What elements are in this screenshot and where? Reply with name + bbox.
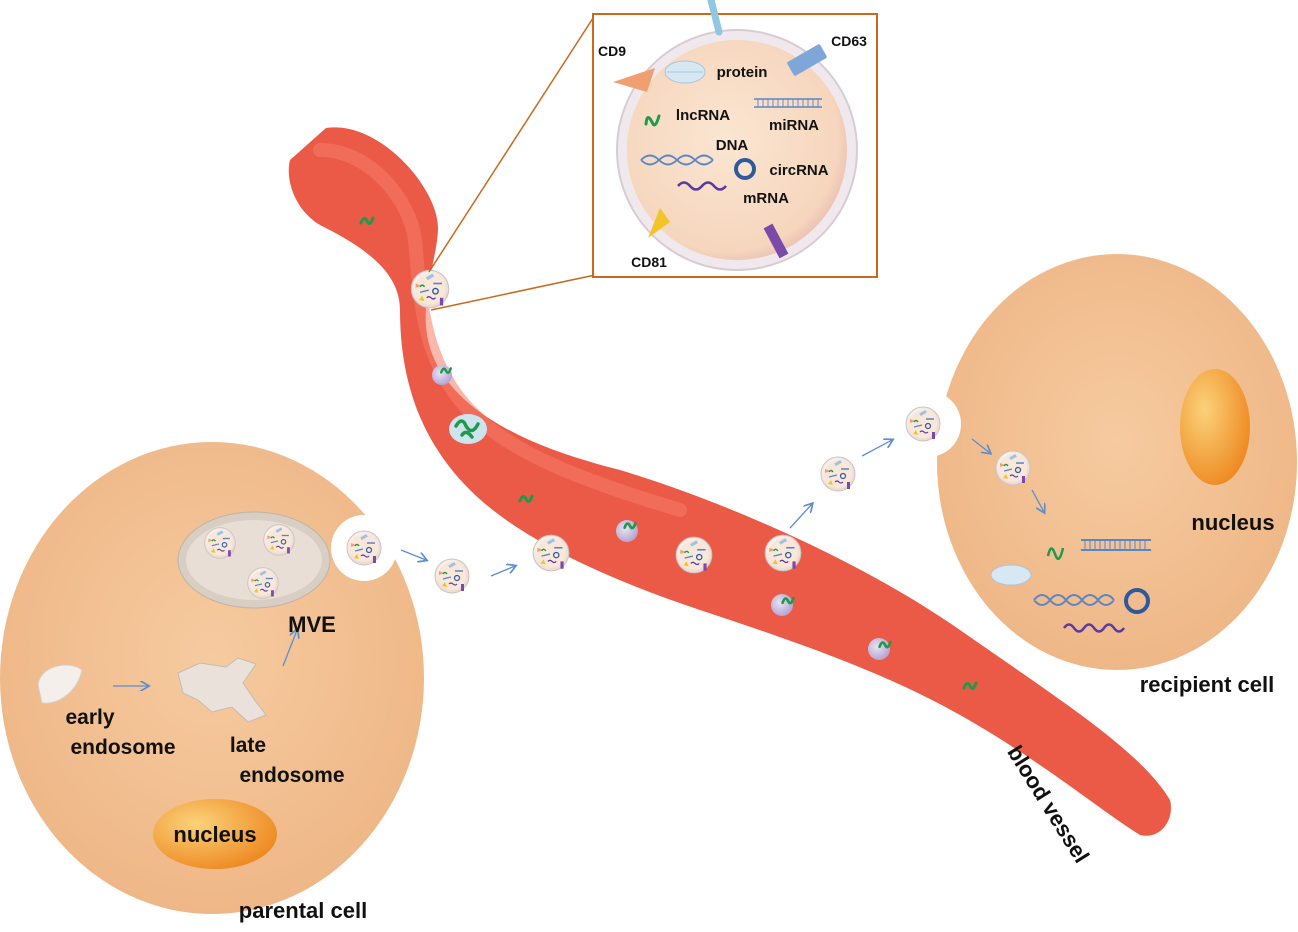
late-endosome-label-line1: late [230,734,266,757]
released-vesicle [346,530,382,566]
released-mirna [1081,539,1151,551]
dna-label: DNA [716,137,749,154]
lncrna-label: lncRNA [676,107,730,124]
internalized-vesicle [995,450,1031,486]
exosome-lumen [627,40,847,260]
mve-label: MVE [288,612,336,637]
arrow-to-recipient [789,504,812,529]
recipient-cell [937,254,1297,670]
late-endosome-label-line2: endosome [239,764,344,787]
released-mrna [1062,623,1126,633]
lilac-particle [432,365,452,385]
arrow-to-recipient [861,440,892,457]
membrane-protein-top [707,0,723,36]
mve-vesicle [204,527,236,559]
arrow-inside-recipient [971,438,990,453]
dna-icon [640,154,714,166]
purple-membrane-marker [763,223,789,259]
released-circrna [1124,588,1150,614]
arrow-to-vessel [400,549,426,560]
parental-nucleus [153,799,277,869]
vessel-vesicle [675,536,713,574]
early-endosome-label-line2: endosome [70,736,175,759]
late-endosome-shape [177,657,267,723]
cd63-marker [787,44,827,76]
lncrna-icon [644,114,661,127]
cd81-marker [648,208,670,238]
mirna-icon [754,98,822,108]
circrna-label: circRNA [769,162,828,179]
cd9-marker [613,68,655,92]
circrna-icon [734,158,756,180]
released-lncrna [1046,547,1065,561]
cd63-label: CD63 [831,33,867,49]
endocytosed-vesicle [905,406,941,442]
blood-vessel-highlight [313,143,687,517]
mrna-label: mRNA [743,190,789,207]
extracellular-vesicle [820,456,856,492]
parental-nucleus-label: nucleus [173,822,256,847]
vessel-vesicle [532,534,570,572]
early-endosome-shape [37,664,83,704]
recipient-cell-label: recipient cell [1140,672,1275,697]
mrna-icon [677,181,727,191]
blood-vessel [288,127,1171,836]
callout-line [430,274,596,311]
mirna-label: miRNA [769,117,819,134]
released-dna [1033,594,1115,606]
lncrna-cluster [454,419,480,439]
arrow-late-to-mve [282,630,297,667]
lilac-particle [616,520,638,542]
arrow-to-vessel [490,566,515,577]
parental-cell-label: parental cell [239,898,367,923]
vessel-vesicle-highlighted [410,269,450,309]
extracellular-vesicle [434,558,470,594]
cd81-label: CD81 [631,254,667,270]
recipient-nucleus [1180,369,1250,485]
recipient-nucleus-label: nucleus [1191,510,1274,535]
protein-label: protein [717,64,768,81]
mve-vesicle [247,567,279,599]
callout-line [428,14,596,273]
lilac-particle [868,638,890,660]
vessel-vesicle [764,534,802,572]
released-protein [990,564,1032,586]
mve-vesicle [263,524,295,556]
early-endosome-label-line1: early [65,706,114,729]
cd9-label: CD9 [598,43,626,59]
arrow-inside-recipient [1031,489,1044,512]
lilac-particle [771,594,793,616]
